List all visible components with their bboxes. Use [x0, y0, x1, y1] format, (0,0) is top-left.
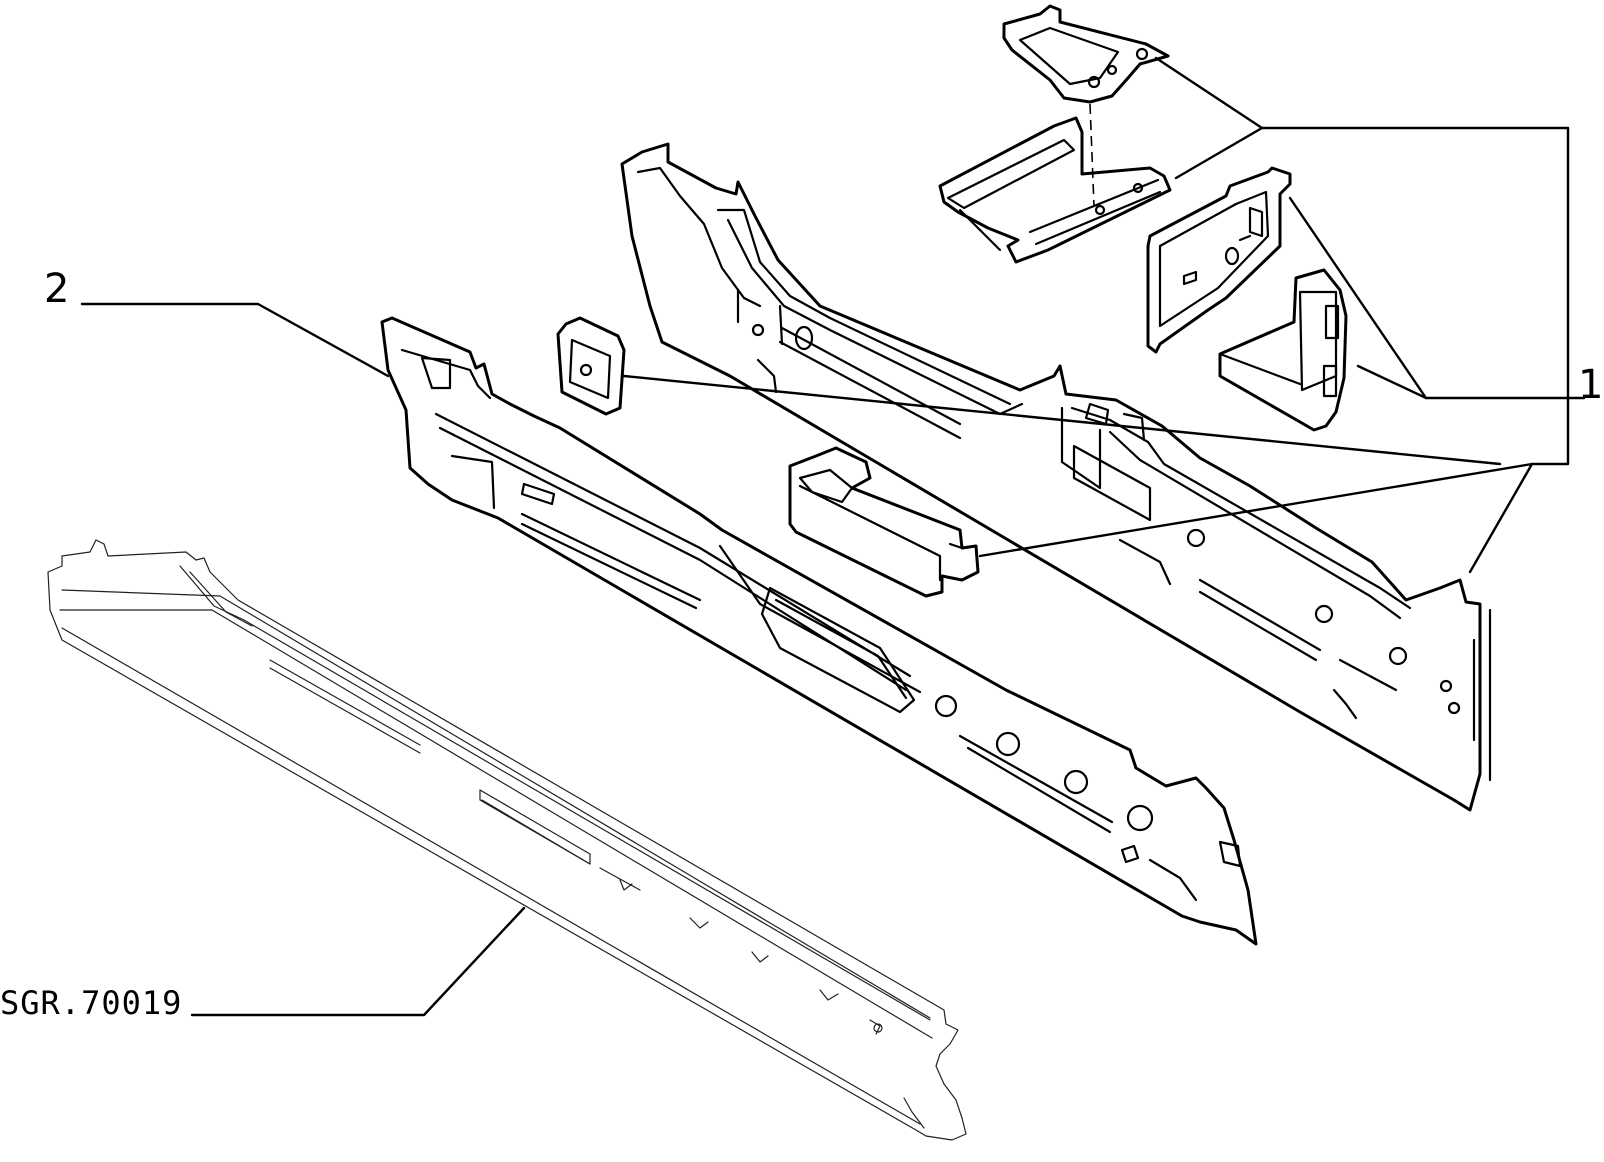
center-bracket — [788, 446, 980, 598]
rear-corner-bracket — [1218, 268, 1348, 432]
leader-reference-code — [190, 906, 526, 1017]
outer-sill-panel — [47, 539, 967, 1141]
channel-bracket — [938, 116, 1172, 264]
upright-plate — [1146, 166, 1292, 354]
leader-to-upright-and-corner — [1288, 196, 1428, 400]
leader-to-channel-bracket — [1174, 126, 1264, 180]
callout-label-1: 1 — [1578, 362, 1603, 408]
reference-code: SGR.70019 — [0, 984, 182, 1022]
inner-sill-reinforcement — [380, 316, 1258, 946]
alignment-dashed-line — [1089, 103, 1095, 207]
leader-callout-2 — [80, 302, 390, 378]
leader-to-center-bracket-and-member — [978, 462, 1534, 574]
leader-lines — [80, 56, 1586, 1017]
leader-to-gusset — [622, 374, 1502, 466]
callout-label-2: 2 — [44, 266, 69, 312]
leader-callout-1-bracket — [1154, 56, 1570, 466]
rear-inner-member — [620, 142, 1492, 812]
top-reinforcement-plate — [1002, 4, 1170, 104]
small-gusset — [556, 316, 626, 416]
